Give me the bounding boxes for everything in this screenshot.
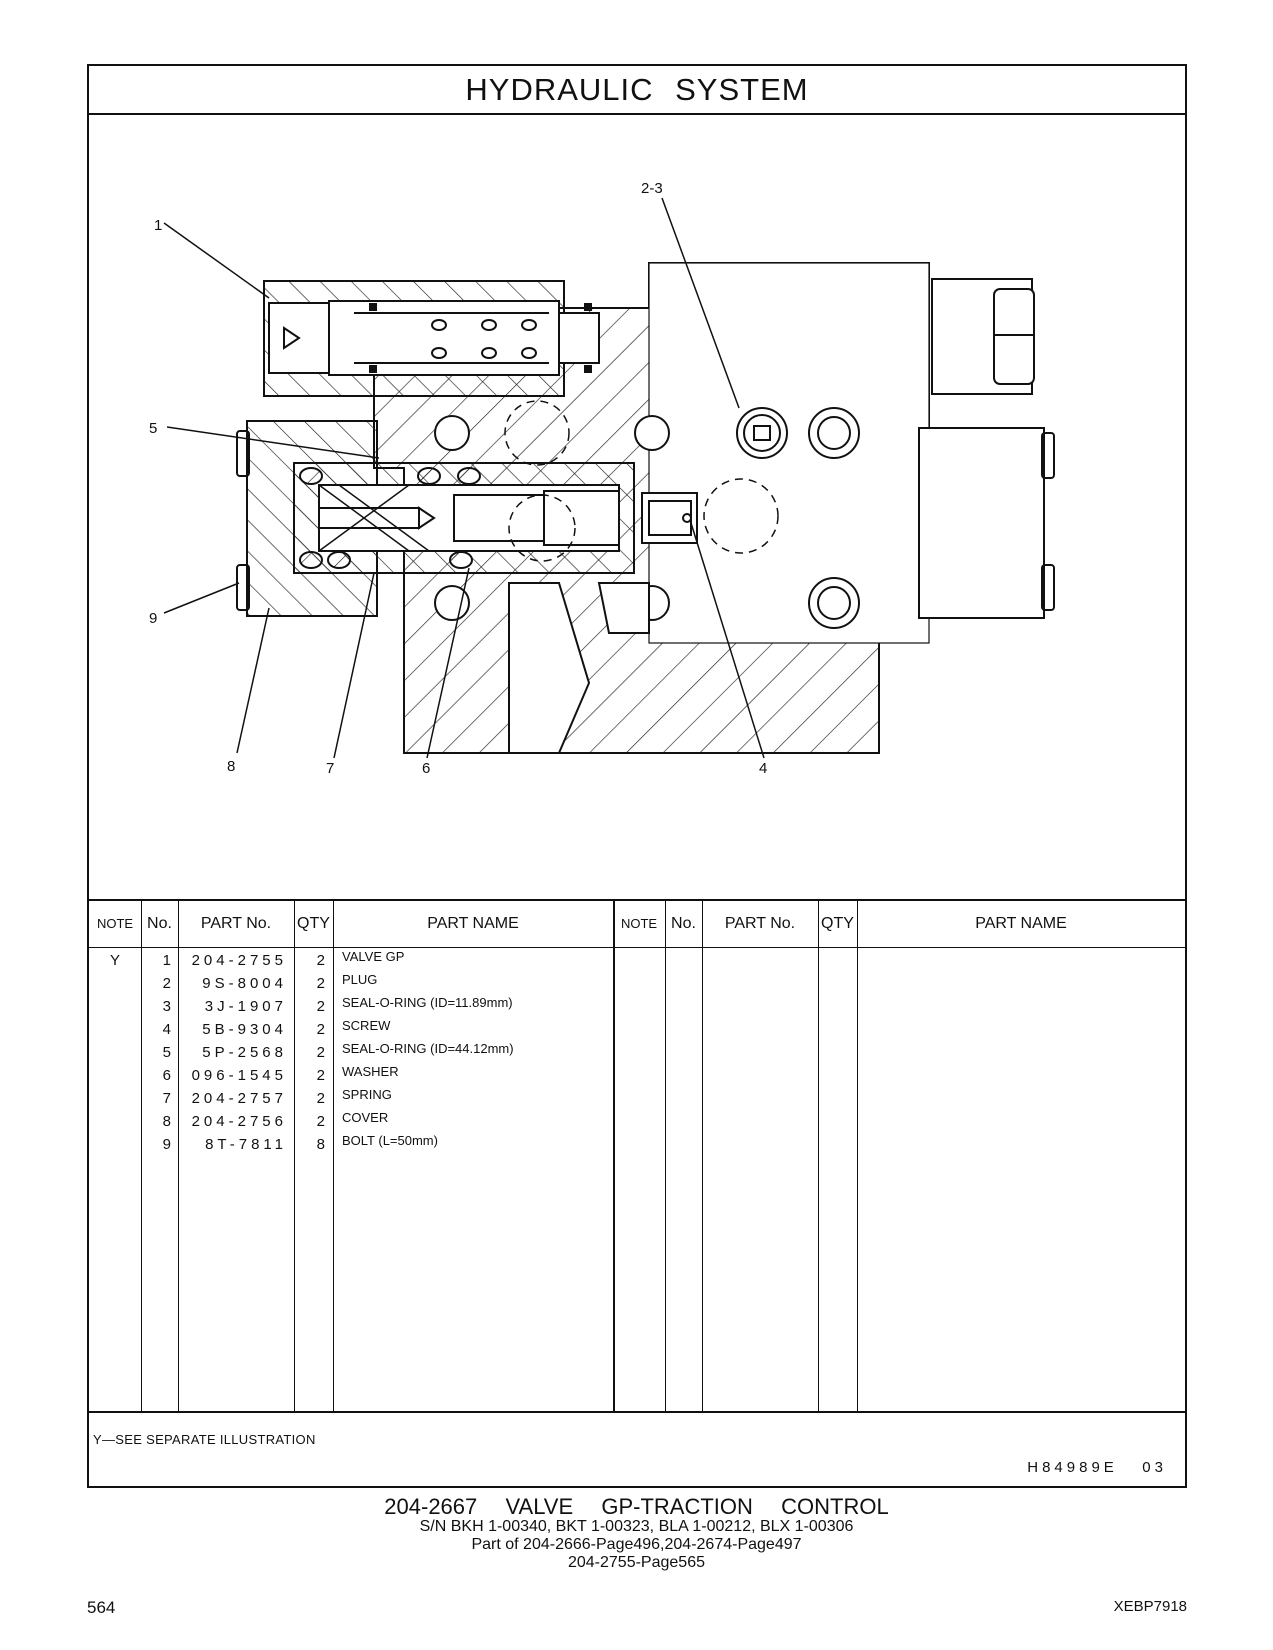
header-partno-left: PART No. — [200, 915, 272, 932]
callout-5: 5 — [149, 420, 157, 437]
page-title: HYDRAULIC SYSTEM — [465, 72, 809, 107]
header-partno-right: PART No. — [724, 915, 796, 932]
leader-lines — [163, 197, 765, 759]
header-partname-right: PART NAME — [975, 915, 1067, 932]
caption-reference: 204-2755-Page565 — [567, 1554, 705, 1571]
title-bar: HYDRAULIC SYSTEM — [89, 66, 1185, 115]
caption-serial-numbers: S/N BKH 1-00340, BKT 1-00323, BLA 1-0021… — [419, 1518, 854, 1535]
caption-part-of: Part of 204-2666-Page496,204-2674-Page49… — [471, 1536, 802, 1553]
header-partname-left: PART NAME — [427, 915, 519, 932]
callout-2-3: 2-3 — [641, 180, 663, 197]
header-qty-left: QTY — [297, 915, 330, 932]
valve-drawing: 1 2-3 5 9 8 7 6 4 — [149, 180, 1055, 777]
callout-6: 6 — [422, 760, 430, 777]
header-no-right: No. — [671, 915, 696, 932]
callout-7: 7 — [326, 760, 334, 777]
body-clear-area — [648, 262, 930, 644]
header-qty-right: QTY — [821, 915, 854, 932]
drawing-code: H84989E 03 — [1027, 1459, 1167, 1476]
callout-1: 1 — [154, 217, 162, 234]
callout-9: 9 — [149, 610, 157, 627]
parts-illustration: 1 2-3 5 9 8 7 6 4 — [89, 113, 1185, 899]
book-id: XEBP7918 — [1113, 1598, 1187, 1615]
header-no-left: No. — [147, 915, 172, 932]
header-note-left: NOTE — [96, 916, 134, 931]
page-number: 564 — [87, 1598, 116, 1617]
footnote: Y—SEE SEPARATE ILLUSTRATION — [93, 1432, 316, 1447]
right-cover — [918, 427, 1045, 619]
callout-8: 8 — [227, 758, 235, 775]
header-note-right: NOTE — [620, 916, 658, 931]
callout-4: 4 — [759, 760, 767, 777]
caption-title: 204-2667 VALVE GP-TRACTION CONTROL — [384, 1494, 889, 1519]
parts-table: NOTE No. PART No. QTY PART NAME NOTE No.… — [89, 899, 1185, 1413]
port-circle — [434, 415, 470, 451]
document-frame: HYDRAULIC SYSTEM — [87, 64, 1187, 1488]
